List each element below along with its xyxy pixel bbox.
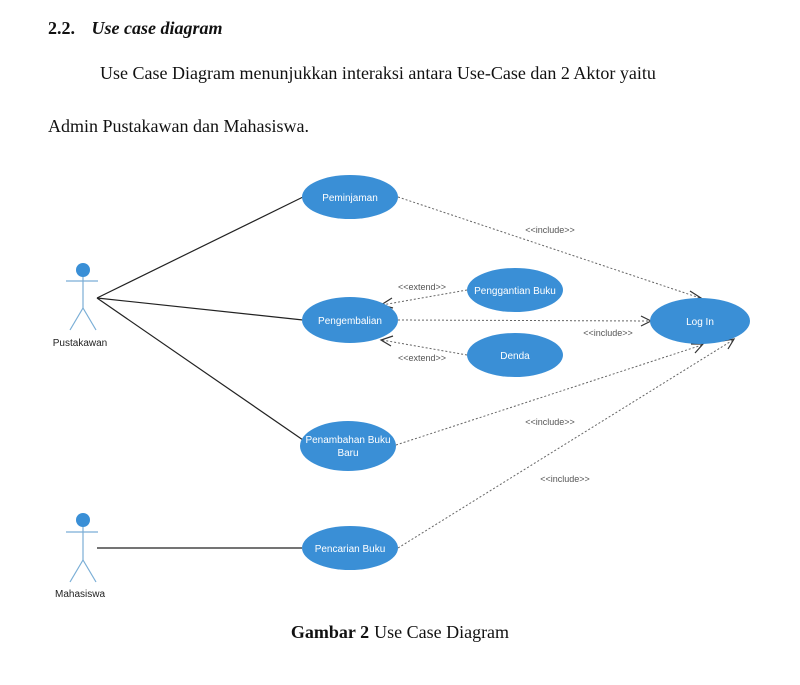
use-case-penambahan-buku-baru (300, 421, 396, 471)
use-case-pengembalian (302, 297, 398, 343)
include-line-pencarian (397, 339, 734, 549)
use-case-denda-label: Denda (500, 351, 530, 362)
actor-mahasiswa-label: Mahasiswa (55, 589, 105, 600)
section-number: 2.2. (48, 18, 75, 38)
use-case-peminjaman-label: Peminjaman (322, 193, 378, 204)
use-case-penambahan-label-1: Penambahan Buku (305, 435, 390, 446)
extend-label: <<extend>> (398, 282, 446, 292)
paragraph-line-1: Use Case Diagram menunjukkan interaksi a… (100, 63, 656, 83)
use-case-login-label: Log In (686, 317, 714, 328)
use-case-peminjaman (302, 175, 398, 219)
actor-pustakawan-label: Pustakawan (53, 338, 107, 349)
caption-text: Use Case Diagram (374, 622, 510, 642)
include-label: <<include>> (583, 328, 633, 338)
arrowhead (379, 335, 394, 347)
extend-line-penggantian (381, 289, 468, 306)
use-case-penggantian-label: Penggantian Buku (474, 286, 556, 297)
association-pustakawan-peminjaman (96, 196, 304, 299)
paragraph-line-2: Admin Pustakawan dan Mahasiswa. (48, 116, 309, 136)
include-line-penambahan (395, 344, 703, 446)
caption-label: Gambar 2 (290, 622, 370, 642)
include-label: <<include>> (525, 417, 575, 427)
include-label: <<include>> (525, 225, 575, 235)
section-title: Use case diagram (91, 18, 223, 38)
actor-pustakawan-icon (66, 263, 98, 331)
use-case-penambahan-label-2: Baru (337, 448, 358, 459)
arrowhead (691, 343, 705, 354)
use-case-login (650, 298, 750, 344)
use-case-denda (467, 333, 563, 377)
use-case-pengembalian-label: Pengembalian (318, 316, 382, 327)
section-heading: 2.2. Use case diagram (48, 18, 222, 39)
use-case-penggantian-buku (467, 268, 563, 312)
include-line-pengembalian (397, 319, 651, 322)
use-case-pencarian-label: Pencarian Buku (315, 544, 386, 555)
include-label: <<include>> (540, 474, 590, 484)
include-line-peminjaman (397, 196, 701, 299)
use-case-pencarian-buku (302, 526, 398, 570)
association-pustakawan-penambahan (96, 297, 304, 441)
association-pustakawan-pengembalian (96, 297, 304, 321)
extend-label: <<extend>> (398, 353, 446, 363)
actor-mahasiswa-icon (66, 513, 98, 583)
